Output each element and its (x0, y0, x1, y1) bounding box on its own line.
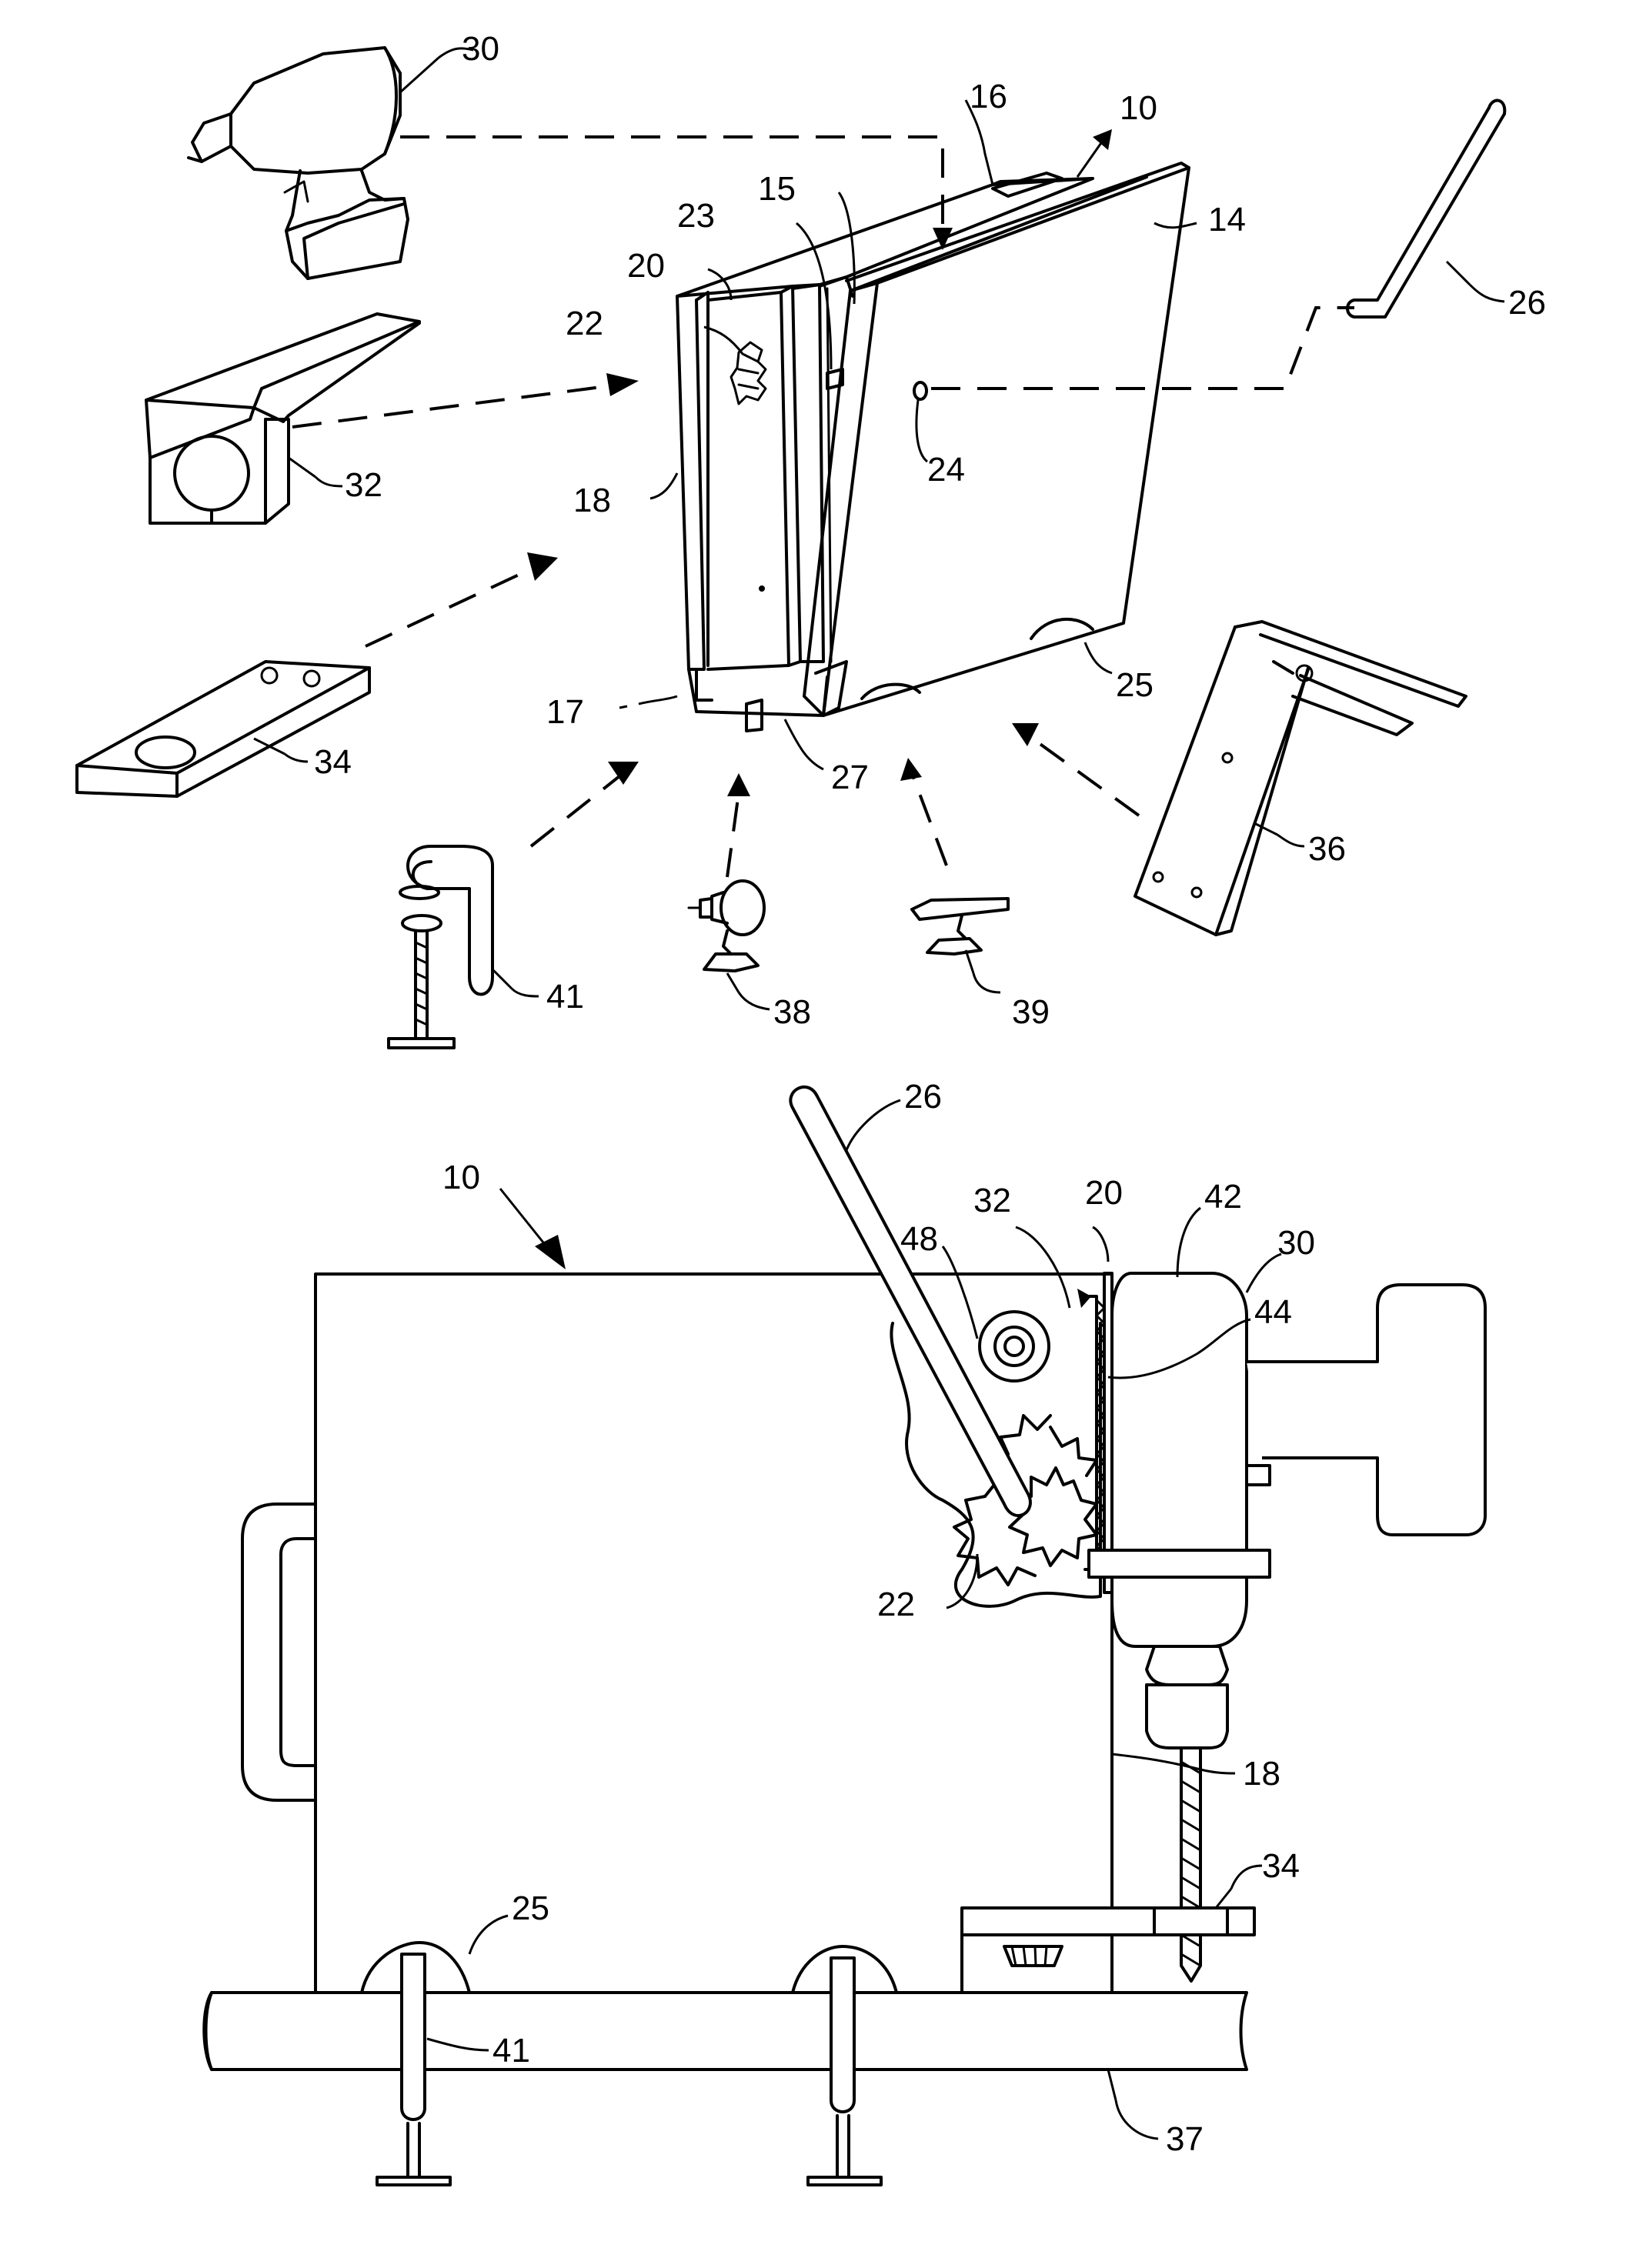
label-ref-20-bottom: 20 (1085, 1174, 1123, 1212)
label-ref-48-bottom: 48 (900, 1220, 938, 1258)
attachment-39: 39 (912, 899, 1050, 1031)
label-ref-15: 15 (758, 170, 796, 208)
label-ref-30: 30 (462, 30, 499, 68)
plate-34: 34 (77, 662, 369, 796)
label-ref-10-bottom: 10 (442, 1159, 480, 1196)
label-ref-32-bottom: 32 (973, 1182, 1011, 1219)
label-ref-25-bottom: 25 (512, 1889, 549, 1927)
label-ref-26-bottom: 26 (904, 1078, 942, 1116)
bracket-36: 36 (1135, 622, 1466, 935)
cordless-drill-30: 30 (189, 30, 499, 278)
label-ref-18: 18 (573, 482, 611, 519)
label-ref-44-bottom: 44 (1254, 1293, 1292, 1331)
label-ref-24: 24 (927, 451, 965, 489)
label-ref-14: 14 (1208, 201, 1246, 238)
label-ref-27: 27 (831, 759, 869, 796)
main-body-10 (677, 163, 1189, 731)
label-ref-22: 22 (566, 305, 603, 342)
dashed-connector-36 (1027, 735, 1139, 815)
arrowhead (1012, 723, 1039, 746)
bench-37: 37 (204, 1993, 1247, 2158)
label-ref-23: 23 (677, 197, 715, 235)
arrowhead (900, 758, 922, 781)
attachment-38: 38 (689, 881, 811, 1031)
label-ref-34: 34 (314, 743, 352, 781)
label-ref-16: 16 (970, 78, 1007, 115)
label-ref-22-bottom: 22 (877, 1586, 915, 1623)
label-ref-32: 32 (345, 466, 382, 504)
label-ref-26: 26 (1508, 284, 1546, 322)
dashed-connector-handle (931, 308, 1354, 389)
label-ref-41: 41 (546, 978, 584, 1016)
c-clamp-41: 41 (389, 846, 584, 1048)
arrowhead (727, 773, 750, 796)
crank-handle-26: 26 (1347, 101, 1546, 322)
label-ref-41-bottom: 41 (492, 2032, 530, 2070)
label-ref-37-bottom: 37 (1166, 2120, 1204, 2158)
dashed-connector-drill (400, 137, 943, 238)
label-ref-30-bottom: 30 (1277, 1224, 1315, 1262)
label-ref-36: 36 (1308, 830, 1346, 868)
arrowhead (527, 552, 558, 581)
dashed-connector-41 (531, 773, 623, 846)
label-ref-42-bottom: 42 (1204, 1178, 1242, 1216)
label-ref-38: 38 (773, 993, 811, 1031)
dashed-connector-39 (912, 773, 947, 866)
label-ref-25: 25 (1116, 666, 1154, 704)
label-ref-20: 20 (627, 247, 665, 285)
label-ref-17: 17 (546, 693, 584, 731)
dashed-connector-34 (366, 565, 539, 646)
label-ref-18-bottom: 18 (1243, 1755, 1280, 1793)
label-ref-34-bottom: 34 (1262, 1847, 1300, 1885)
label-ref-39: 39 (1012, 993, 1050, 1031)
rack-block-32: 32 (146, 314, 419, 523)
dashed-connector-32 (292, 385, 619, 427)
dashed-connector-38 (727, 792, 739, 877)
arrowhead (606, 373, 639, 396)
label-ref-10: 10 (1120, 89, 1157, 127)
